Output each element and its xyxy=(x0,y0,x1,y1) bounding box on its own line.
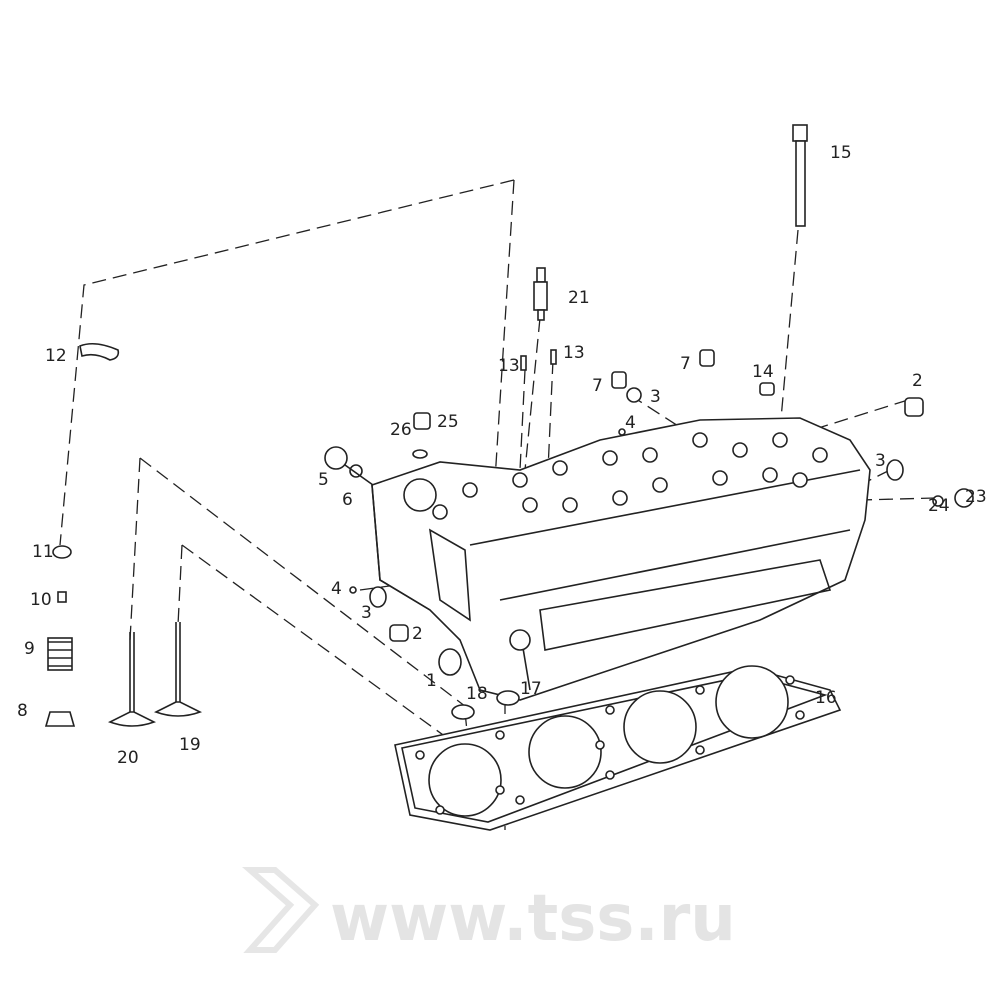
gasket-hole xyxy=(605,705,615,715)
seal-ring xyxy=(886,459,904,481)
gasket-hole xyxy=(435,805,445,815)
callout-label: 17 xyxy=(520,679,542,699)
gasket-hole xyxy=(785,675,795,685)
bolt-head xyxy=(432,504,448,520)
plug xyxy=(413,412,431,430)
watermark: www.tss.ru xyxy=(242,867,736,956)
bolt-head xyxy=(562,497,578,513)
callout-label: 20 xyxy=(117,748,139,768)
callout-label: 19 xyxy=(179,735,201,755)
gasket-hole xyxy=(595,740,605,750)
callout-label: 2 xyxy=(412,624,423,644)
gasket-hole xyxy=(495,730,505,740)
bolt-head xyxy=(612,490,628,506)
head-gasket xyxy=(394,665,842,831)
callout-label: 25 xyxy=(437,412,459,432)
callout-label: 7 xyxy=(680,354,691,374)
callout-label: 9 xyxy=(24,639,35,659)
valve-seat xyxy=(451,704,475,720)
gasket-hole xyxy=(415,750,425,760)
callout-label: 13 xyxy=(563,343,585,363)
dowel-pin xyxy=(520,355,527,371)
o-ring xyxy=(349,464,363,478)
callout-label: 12 xyxy=(45,346,67,366)
gasket-hole xyxy=(695,745,705,755)
ball xyxy=(349,586,357,594)
callout-label: 15 xyxy=(830,143,852,163)
callout-label: 3 xyxy=(361,603,372,623)
callout-label: 16 xyxy=(815,688,837,708)
callout-label: 6 xyxy=(342,490,353,510)
bolt-head xyxy=(812,447,828,463)
callout-label: 8 xyxy=(17,701,28,721)
gasket-hole xyxy=(515,795,525,805)
seal-ring xyxy=(369,586,387,608)
bolt-head xyxy=(512,472,528,488)
bolt-head xyxy=(792,472,808,488)
callout-label: 3 xyxy=(875,451,886,471)
gasket-hole xyxy=(605,770,615,780)
bolt-head xyxy=(642,447,658,463)
bolt-head xyxy=(552,460,568,476)
plug-screw xyxy=(954,488,974,508)
valve-train xyxy=(44,342,203,727)
callout-label: 18 xyxy=(466,684,488,704)
bolt-head xyxy=(712,470,728,486)
bolt-head xyxy=(462,482,478,498)
cylinder-head xyxy=(371,417,871,701)
bolt-head xyxy=(772,432,788,448)
cup-plug xyxy=(389,624,409,642)
callout-label: 24 xyxy=(928,496,950,516)
plug-screw xyxy=(324,446,348,470)
bolt-head xyxy=(522,497,538,513)
plug xyxy=(699,349,715,367)
bolt-head xyxy=(762,467,778,483)
gasket-hole xyxy=(795,710,805,720)
washer xyxy=(412,449,428,459)
callout-label: 2 xyxy=(912,371,923,391)
valve-seat xyxy=(496,690,520,706)
plug xyxy=(611,371,627,389)
callout-label: 11 xyxy=(32,542,54,562)
seal-ring xyxy=(626,387,642,403)
gasket-hole xyxy=(495,785,505,795)
callout-label: 14 xyxy=(752,362,774,382)
bolt-head xyxy=(732,442,748,458)
watermark-text: www.tss.ru xyxy=(330,882,736,956)
o-ring xyxy=(932,495,944,507)
seal-ring xyxy=(438,648,462,676)
callout-label: 21 xyxy=(568,288,590,308)
callout-label: 4 xyxy=(331,579,342,599)
dowel-pin xyxy=(550,349,557,365)
head-bolt xyxy=(792,124,808,227)
callout-label: 13 xyxy=(498,356,520,376)
plug xyxy=(759,382,775,396)
cup-plug xyxy=(904,397,924,417)
bolt-head xyxy=(692,432,708,448)
callout-label: 5 xyxy=(318,470,329,490)
callout-label: 1 xyxy=(426,671,437,691)
callout-label: 26 xyxy=(390,420,412,440)
bolt-head xyxy=(602,450,618,466)
bolt-head xyxy=(652,477,668,493)
callout-label: 3 xyxy=(650,387,661,407)
callout-label: 10 xyxy=(30,590,52,610)
gasket-hole xyxy=(695,685,705,695)
callout-label: 4 xyxy=(625,413,636,433)
injector xyxy=(533,267,548,321)
callout-label: 7 xyxy=(592,376,603,396)
callout-label: 23 xyxy=(965,487,987,507)
